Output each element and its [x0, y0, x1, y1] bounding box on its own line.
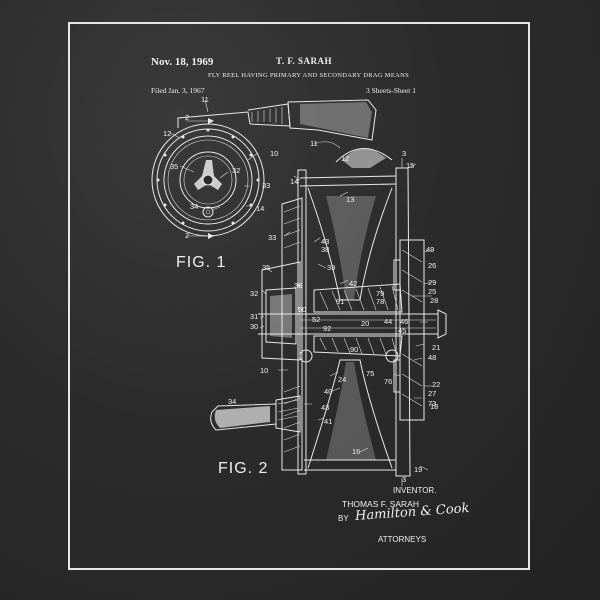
fig2-ref-30: 30: [250, 322, 259, 331]
fig1-ref-2-top: 2: [185, 113, 190, 122]
fig2-ref-12: 12: [341, 154, 350, 163]
inventor-short: T. F. SARAH: [276, 56, 333, 66]
fig2-ref-35: 35: [262, 263, 271, 272]
filed-date: Filed Jan. 3, 1967: [151, 86, 205, 95]
fig1-ref-34: 34: [190, 202, 199, 211]
fig1-ref-11: 11: [201, 95, 209, 104]
fig2-ref-19: 19: [414, 465, 423, 474]
fig2-ref-49: 49: [426, 245, 435, 254]
fig1-ref-10: 10: [270, 149, 279, 158]
fig2-ref-75: 75: [366, 369, 375, 378]
fig2-ref-11: 11: [310, 139, 318, 148]
fig2-ref-34: 34: [228, 397, 237, 406]
fig2-ref-15: 15: [406, 161, 415, 170]
fig2-ref-79: 79: [376, 289, 385, 298]
fig1-reel-face: [151, 99, 377, 239]
fig1-ref-35: 35: [170, 162, 179, 171]
fig2-ref-18: 18: [430, 402, 439, 411]
fig2-ref-27: 27: [428, 389, 437, 398]
fig2-ref-52: 52: [312, 315, 321, 324]
fig2-ref-45: 45: [398, 326, 407, 335]
fig2-ref-25: 25: [428, 287, 437, 296]
fig2-ref-13: 13: [346, 195, 355, 204]
fig2-ref-33: 33: [268, 233, 277, 242]
fig2-ref-40: 40: [324, 387, 333, 396]
fig2-section-view: [210, 141, 447, 486]
fig2-ref-73: 73: [428, 399, 437, 408]
fig2-ref-38: 38: [321, 245, 330, 254]
border-frame: [68, 22, 530, 570]
fig2-ref-14: 14: [290, 177, 299, 186]
fig2-ref-76: 76: [384, 377, 393, 386]
fig2-ref-20: 20: [361, 319, 370, 328]
fig2-ref-24: 24: [338, 375, 347, 384]
fig2-ref-26: 26: [428, 261, 437, 270]
fig2-ref-91: 91: [336, 297, 345, 306]
patent-date: Nov. 18, 1969: [151, 56, 214, 68]
fig2-ref-46: 46: [400, 317, 409, 326]
fig1-ref-2-bottom: 2: [185, 231, 190, 240]
by-label: BY: [338, 514, 349, 523]
fig2-ref-39: 39: [327, 263, 336, 272]
fig1-ref-14: 14: [256, 204, 265, 213]
fig2-ref-44: 44: [384, 317, 393, 326]
fig2-ref-48: 48: [428, 353, 437, 362]
fig2-ref-43-bottom: 43: [321, 403, 330, 412]
fig2-ref-78: 78: [376, 297, 385, 306]
fig2-label: FIG. 2: [218, 460, 269, 477]
fig2-ref-3-top: 3: [402, 149, 407, 158]
fig1-ref-32: 32: [232, 166, 241, 175]
fig2-ref-41: 41: [324, 417, 333, 426]
inventor-name: THOMAS F. SARAH: [342, 499, 419, 509]
sheet-number: 3 Sheets-Sheet 1: [366, 86, 416, 95]
fig1-ref-12: 12: [163, 129, 172, 138]
fig2-ref-90: 90: [350, 345, 359, 354]
fig1-label: FIG. 1: [176, 254, 227, 271]
fig2-ref-50: 50: [298, 305, 307, 314]
patent-title: FLY REEL HAVING PRIMARY AND SECONDARY DR…: [208, 72, 410, 79]
inventor-label: INVENTOR.: [393, 486, 437, 495]
fig2-ref-43-top: 43: [321, 237, 330, 246]
fig1-ref-33: 33: [262, 181, 271, 190]
fig2-ref-16: 16: [352, 447, 361, 456]
fig2-ref-3-bottom: 3: [402, 475, 407, 484]
fig2-ref-42: 42: [349, 279, 358, 288]
fig2-ref-32: 32: [250, 289, 259, 298]
fig2-ref-92: 92: [323, 324, 332, 333]
attorneys-label: ATTORNEYS: [378, 535, 427, 544]
fig2-ref-29: 29: [428, 278, 437, 287]
fig2-ref-36: 36: [294, 281, 303, 290]
fig2-ref-22: 22: [432, 380, 441, 389]
fig2-ref-28: 28: [430, 296, 439, 305]
fig2-ref-31: 31: [250, 312, 259, 321]
fig2-ref-10: 10: [260, 366, 269, 375]
fig2-ref-21: 21: [432, 343, 441, 352]
